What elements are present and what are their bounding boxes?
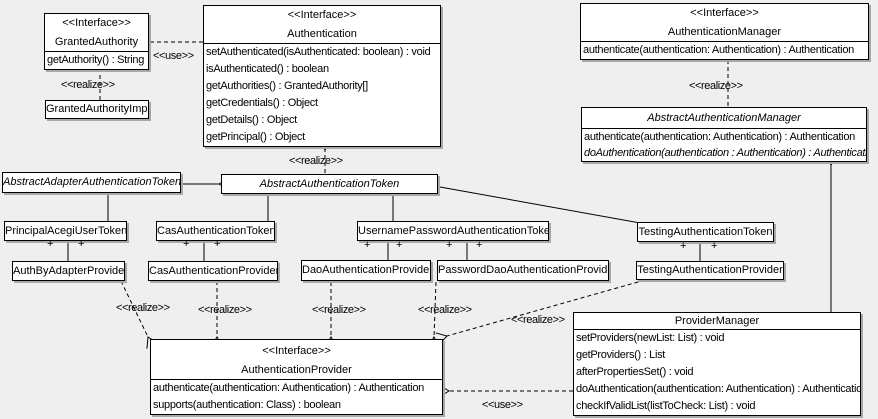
method: setProviders(newList: List) : void [574,329,860,347]
generalization-testing-token [424,175,641,224]
method: getDetails() : Object [206,114,297,126]
association-end-plus: + [47,238,54,250]
class-name: PasswordDaoAuthenticationProvider [438,264,609,276]
class-name: GrantedAuthorityImpl [46,103,149,115]
class-granted-authority-impl: GrantedAuthorityImpl [45,100,149,119]
use-label: <<use>> [153,50,194,62]
class-authentication-manager: <<Interface>> AuthenticationManager auth… [580,3,869,60]
class-granted-authority: <<Interface>> GrantedAuthority getAuthor… [44,13,149,70]
realize-label: <<realize>> [198,304,252,316]
method: getAuthorities() : GrantedAuthority[] [206,80,368,92]
class-name: AuthenticationManager [667,26,782,38]
association-end-plus: + [476,239,483,251]
class-abstract-adapter-authentication-token: AbstractAdapterAuthenticationToken [2,172,181,193]
method: isAuthenticated() : boolean [206,63,329,75]
method: getCredentials() : Object [206,97,318,109]
class-name: DaoAuthenticationProvider [302,264,431,276]
class-name: AbstractAuthenticationToken [259,178,400,190]
realize-arrow-passworddaoprovider [427,281,441,348]
realize-arrow-authbyadapterprovider [120,280,159,349]
method: authenticate(authentication: Authenticat… [151,379,442,397]
association-end-plus: + [680,240,687,252]
class-dao-authentication-provider: DaoAuthenticationProvider [301,260,431,281]
association-end-plus: + [396,239,403,251]
method: supports(authentication: Class) : boolea… [153,399,341,411]
class-name: PrincipalAcegiUserToken [5,225,127,237]
class-authentication-provider: <<Interface>> AuthenticationProvider aut… [150,339,443,415]
association-end-plus: + [711,240,718,252]
method: afterPropertiesSet() : void [576,366,694,378]
class-name: ProviderManager [674,315,760,327]
association-end-plus: + [183,238,190,250]
realize-label: <<realize>> [418,304,472,316]
interface-stereotype: <<Interface>> [62,17,131,29]
association-end-plus: + [78,238,85,250]
class-cas-authentication-provider: CasAuthenticationProvider [148,261,278,281]
class-name: Authentication [287,28,357,40]
method: doAuthentication(authentication: Authent… [576,383,860,395]
method: getProviders() : List [576,349,666,361]
class-name: CasAuthenticationProvider [149,265,278,277]
method: authenticate(authentication: Authenticat… [581,41,868,59]
interface-stereotype: <<Interface>> [262,345,331,357]
method: getPrincipal() : Object [206,131,305,143]
class-authentication: <<Interface>> Authentication setAuthenti… [203,5,441,147]
class-abstract-authentication-token: AbstractAuthenticationToken [221,174,438,194]
class-auth-by-adapter-provider: AuthByAdapterProvider [12,261,125,281]
realize-label: <<realize>> [289,155,343,167]
use-label: <<use>> [482,399,523,411]
realize-label: <<realize>> [511,314,565,326]
association-end-plus: + [364,239,371,251]
interface-stereotype: <<Interface>> [690,7,759,19]
realize-label: <<realize>> [61,79,115,91]
class-testing-authentication-provider: TestingAuthenticationProvider [636,261,784,280]
realize-label: <<realize>> [116,302,170,314]
interface-stereotype: <<Interface>> [287,9,357,21]
class-name: TestingAuthenticationToken [638,226,773,238]
realize-label: <<realize>> [312,304,366,316]
class-password-dao-authentication-provider: PasswordDaoAuthenticationProvider [437,260,609,281]
class-name: AuthByAdapterProvider [13,265,125,277]
class-cas-authentication-token: CasAuthenticationToken [156,221,275,241]
class-name: UsernamePasswordAuthenticationToken [358,225,549,237]
class-name: AbstractAdapterAuthenticationToken [3,176,181,188]
method: checkIfValidList(listToCheck: List) : vo… [576,400,756,412]
class-name: TestingAuthenticationProvider [637,264,783,276]
class-name: GrantedAuthority [54,36,139,48]
method: getAuthority() : String [45,51,148,69]
realize-label: <<realize>> [689,80,743,92]
class-username-password-authentication-token: UsernamePasswordAuthenticationToken [357,221,549,241]
method: setAuthenticated(isAuthenticated: boolea… [204,43,440,61]
association-end-plus: + [214,238,221,250]
class-testing-authentication-token: TestingAuthenticationToken [637,222,774,242]
method: authenticate(authentication: Authenticat… [582,128,866,145]
class-name: AbstractAuthenticationManager [647,112,801,124]
class-provider-manager: ProviderManager setProviders(newList: Li… [573,312,861,416]
class-abstract-authentication-manager: AbstractAuthenticationManager authentica… [581,107,867,162]
method: doAuthentication(authentication : Authen… [584,147,866,159]
class-principal-acegi-user-token: PrincipalAcegiUserToken [4,221,127,241]
association-end-plus: + [446,239,453,251]
class-name: AuthenticationProvider [241,364,352,376]
realize-arrow-testingprovider [435,279,646,345]
class-name: CasAuthenticationToken [157,225,275,237]
